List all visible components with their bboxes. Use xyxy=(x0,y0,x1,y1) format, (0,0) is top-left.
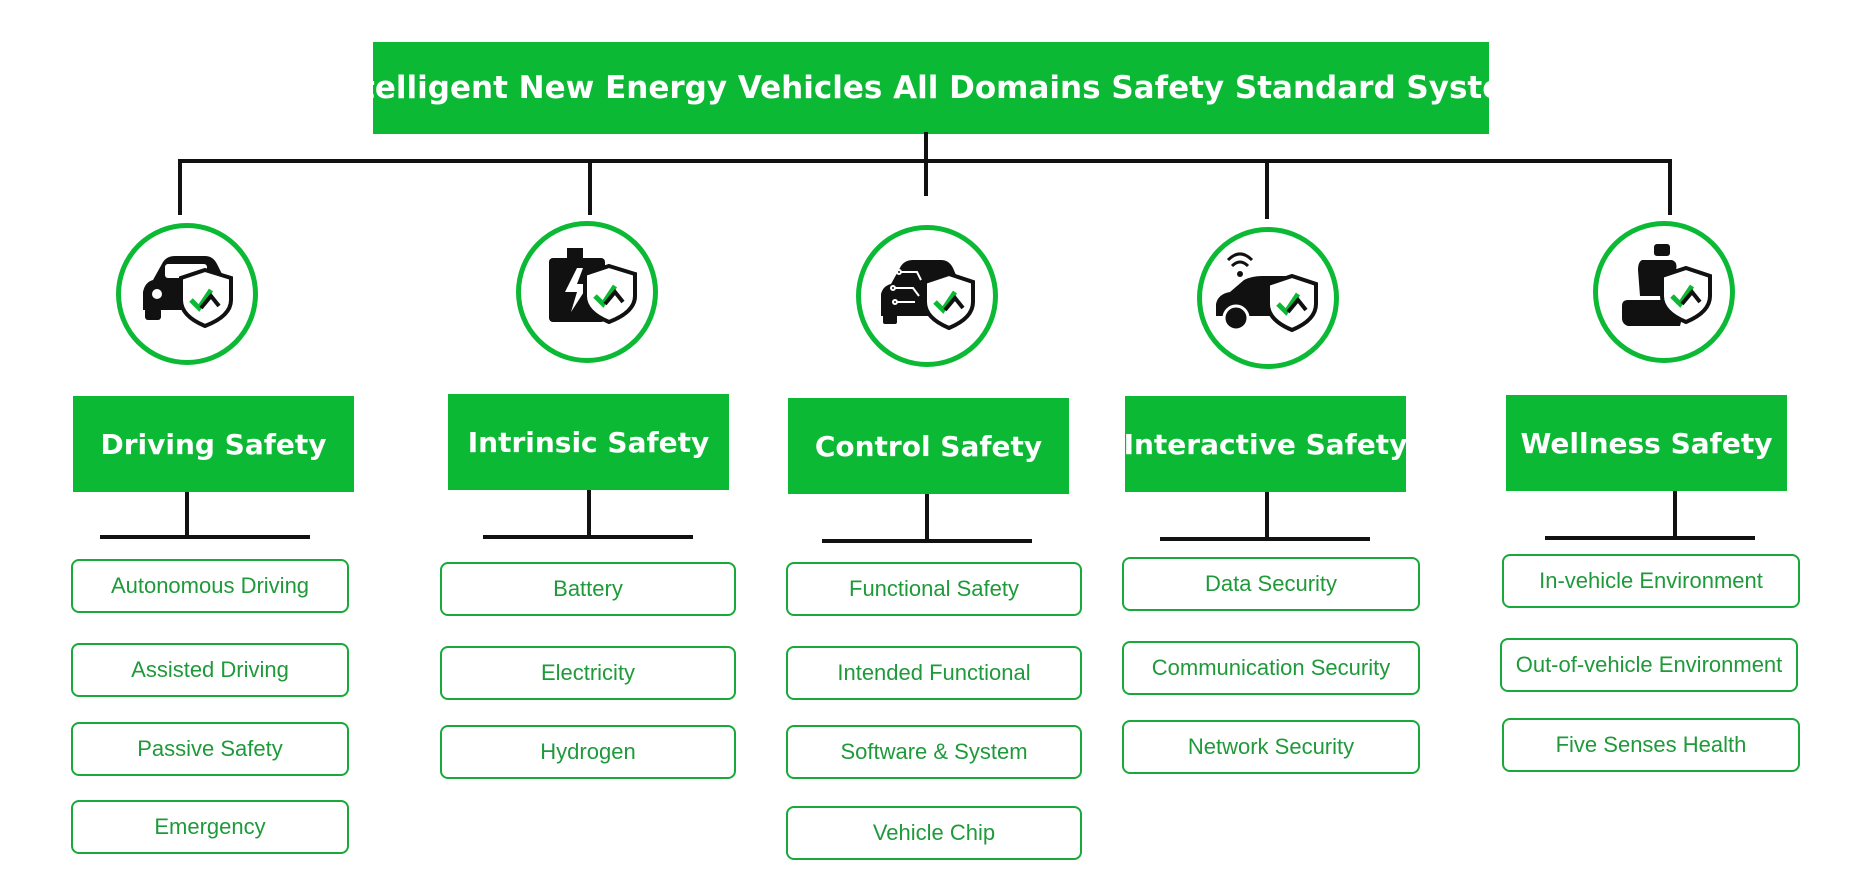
item-battery: Battery xyxy=(440,562,736,616)
item-emergency: Emergency xyxy=(71,800,349,854)
item-label: Emergency xyxy=(154,814,266,839)
item-functional-safety: Functional Safety xyxy=(786,562,1082,616)
item-label: Intended Functional xyxy=(837,660,1031,685)
icon-circle-driving xyxy=(116,223,258,365)
item-label: Software & System xyxy=(840,739,1028,764)
item-autonomous-driving: Autonomous Driving xyxy=(71,559,349,613)
diagram-title: Intelligent New Energy Vehicles All Doma… xyxy=(326,70,1536,106)
item-data-security: Data Security xyxy=(1122,557,1420,611)
item-label: Hydrogen xyxy=(540,739,636,764)
connector-interactive xyxy=(1265,159,1269,219)
item-label: In-vehicle Environment xyxy=(1539,568,1763,593)
item-communication-security: Communication Security xyxy=(1122,641,1420,695)
stem-driving xyxy=(185,492,189,538)
category-label: Wellness Safety xyxy=(1520,426,1773,460)
category-label: Control Safety xyxy=(814,429,1043,463)
stem-wellness xyxy=(1673,491,1677,539)
circuit-car-shield-icon xyxy=(881,260,975,331)
diagram-title-box: Intelligent New Energy Vehicles All Doma… xyxy=(326,42,1536,134)
category-control-safety: Control Safety xyxy=(788,398,1069,494)
item-label: Five Senses Health xyxy=(1555,732,1747,757)
top-horizontal-connector xyxy=(178,159,1672,163)
item-vehicle-chip: Vehicle Chip xyxy=(786,806,1082,860)
bar-wellness xyxy=(1545,536,1755,540)
connector-intrinsic xyxy=(588,159,592,215)
item-network-security: Network Security xyxy=(1122,720,1420,774)
connector-wellness xyxy=(1668,159,1672,215)
category-wellness-safety: Wellness Safety xyxy=(1506,395,1787,491)
item-label: Autonomous Driving xyxy=(110,573,310,598)
item-label: Out-of-vehicle Environment xyxy=(1515,652,1783,677)
bar-driving xyxy=(100,535,310,539)
bar-interactive xyxy=(1160,537,1370,541)
item-passive-safety: Passive Safety xyxy=(71,722,349,776)
icon-circle-interactive xyxy=(1197,227,1339,369)
connector-driving xyxy=(178,159,182,215)
item-intended-functional: Intended Functional xyxy=(786,646,1082,700)
bar-intrinsic xyxy=(483,535,693,539)
item-out-of-vehicle-environment: Out-of-vehicle Environment xyxy=(1500,638,1798,692)
item-electricity: Electricity xyxy=(440,646,736,700)
stem-control xyxy=(925,494,929,542)
icon-circle-intrinsic xyxy=(516,221,658,363)
item-label: Passive Safety xyxy=(137,736,283,761)
category-intrinsic-safety: Intrinsic Safety xyxy=(448,394,729,490)
title-stem xyxy=(924,132,928,196)
category-interactive-safety: Interactive Safety xyxy=(1123,396,1408,492)
category-label: Driving Safety xyxy=(100,427,327,461)
item-label: Network Security xyxy=(1187,734,1355,759)
item-label: Data Security xyxy=(1204,571,1338,596)
category-label: Interactive Safety xyxy=(1123,427,1408,461)
item-label: Assisted Driving xyxy=(131,657,289,682)
item-label: Vehicle Chip xyxy=(872,820,996,845)
stem-intrinsic xyxy=(587,490,591,538)
bar-control xyxy=(822,539,1032,543)
item-label: Battery xyxy=(553,576,623,601)
item-label: Electricity xyxy=(540,660,636,685)
item-assisted-driving: Assisted Driving xyxy=(71,643,349,697)
item-software-system: Software & System xyxy=(786,725,1082,779)
category-driving-safety: Driving Safety xyxy=(73,396,354,492)
item-label: Functional Safety xyxy=(849,576,1019,601)
connected-car-shield-icon xyxy=(1216,252,1318,333)
car-shield-icon xyxy=(143,256,233,329)
icon-circle-wellness xyxy=(1593,221,1735,363)
item-five-senses-health: Five Senses Health xyxy=(1502,718,1800,772)
item-label: Communication Security xyxy=(1151,655,1391,680)
seat-shield-icon xyxy=(1622,244,1712,326)
icon-circle-control xyxy=(856,225,998,367)
battery-shield-icon xyxy=(549,248,637,325)
category-label: Intrinsic Safety xyxy=(467,425,710,459)
item-in-vehicle-environment: In-vehicle Environment xyxy=(1502,554,1800,608)
item-hydrogen: Hydrogen xyxy=(440,725,736,779)
stem-interactive xyxy=(1265,492,1269,540)
